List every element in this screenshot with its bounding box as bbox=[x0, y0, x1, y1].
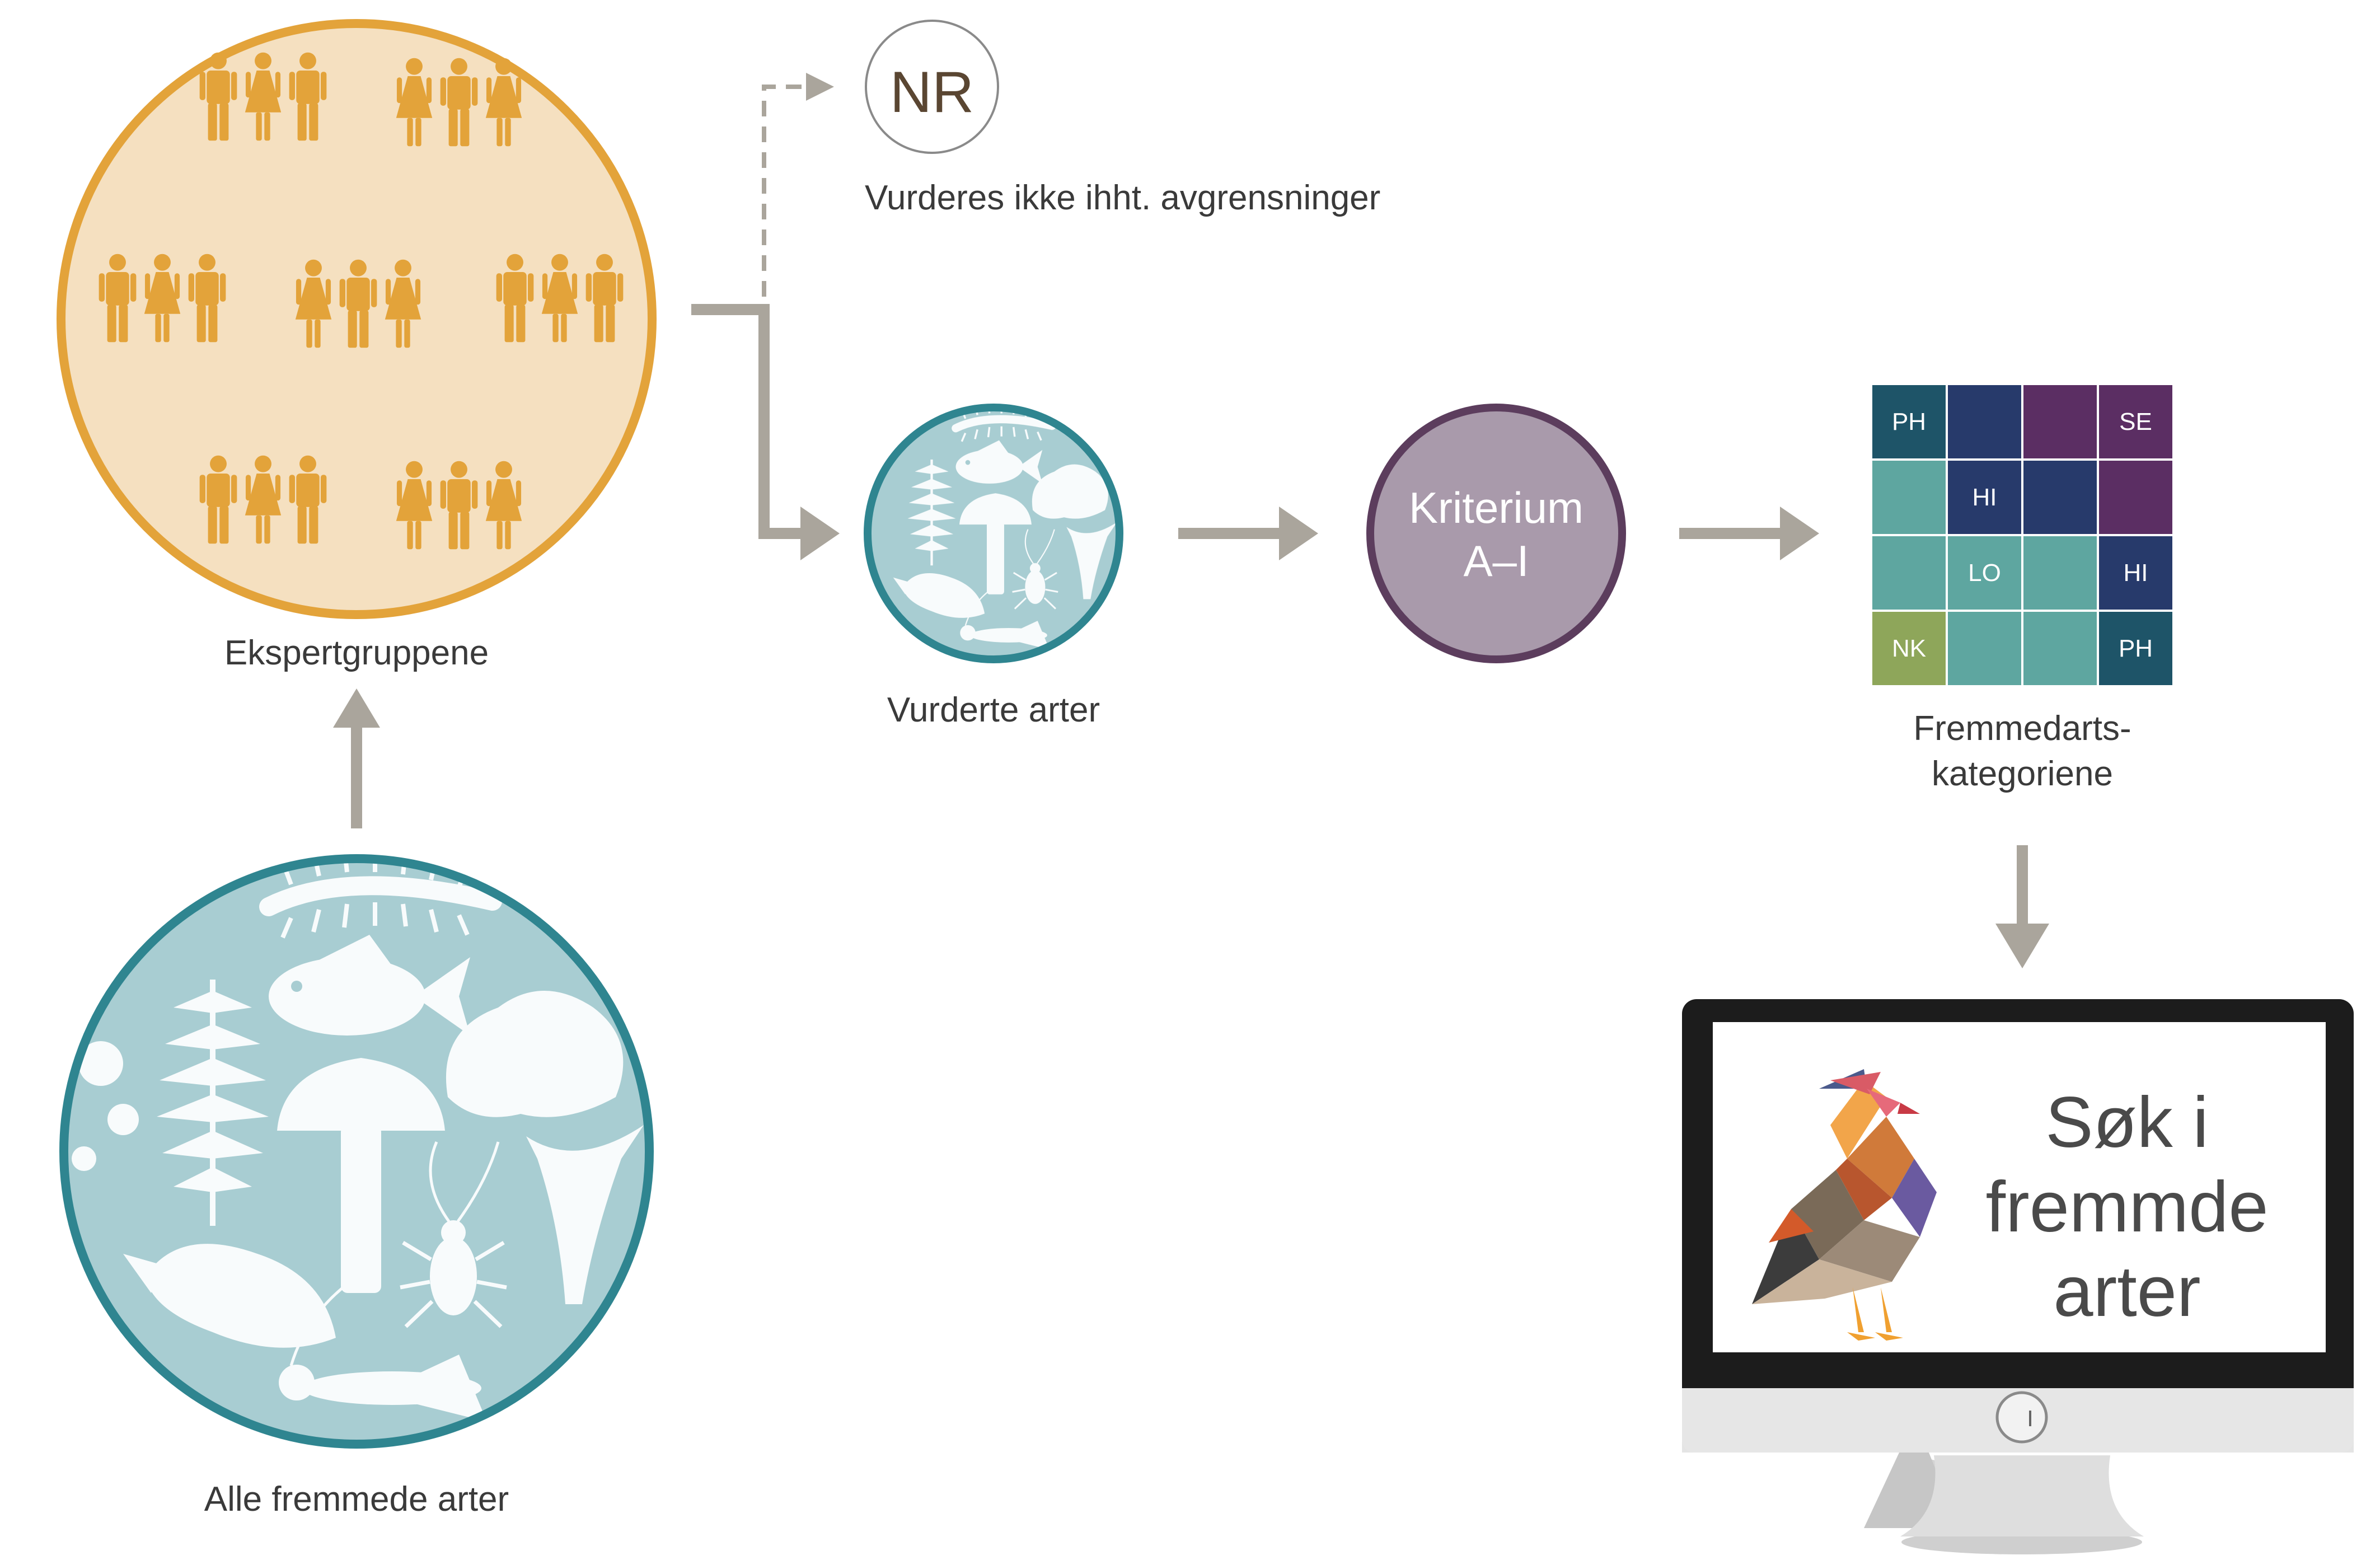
category-cell bbox=[2023, 461, 2097, 534]
search-species-text[interactable]: Søk i fremmde arter bbox=[1970, 1080, 2284, 1334]
category-cell bbox=[2023, 385, 2097, 458]
search-line-1: Søk i bbox=[2045, 1083, 2209, 1163]
mandarin-duck-logo bbox=[1752, 1069, 1937, 1341]
category-cell bbox=[1872, 461, 1946, 534]
arrow-expert-to-assessed bbox=[691, 304, 806, 539]
category-cell bbox=[1948, 612, 2021, 685]
assessed-species-illustration bbox=[864, 404, 1123, 663]
category-cell: NK bbox=[1872, 612, 1946, 685]
nr-badge-circle bbox=[865, 20, 999, 154]
flow-arrows bbox=[333, 73, 2049, 968]
arrow-expert-to-assessed-head bbox=[800, 507, 840, 560]
category-cell: PH bbox=[1872, 385, 1946, 458]
category-cell bbox=[2099, 461, 2172, 534]
category-cell: PH bbox=[2099, 612, 2172, 685]
criteria-line-1: Kriterium bbox=[1408, 483, 1584, 532]
categories-label: Fremmedarts- kategoriene bbox=[1826, 706, 2218, 797]
categories-line-1: Fremmedarts- bbox=[1913, 709, 2131, 748]
category-cell: HI bbox=[1948, 461, 2021, 534]
category-cell bbox=[2023, 536, 2097, 610]
criteria-label: Kriterium A–I bbox=[1370, 481, 1622, 588]
category-cell bbox=[1948, 385, 2021, 458]
not-assessed-label: Vurderes ikke ihht. avgrensninger bbox=[865, 179, 1381, 217]
categories-line-2: kategoriene bbox=[1931, 754, 2114, 793]
category-cell bbox=[2023, 612, 2097, 685]
all-species-illustration bbox=[59, 854, 654, 1449]
criteria-circle bbox=[1366, 404, 1626, 663]
all-species-label: Alle fremmede arter bbox=[204, 1480, 509, 1519]
category-cell bbox=[1872, 536, 1946, 610]
criteria-line-2: A–I bbox=[1463, 536, 1529, 586]
arrow-criteria-to-categories-head bbox=[1780, 507, 1819, 560]
arrow-up-head bbox=[333, 688, 380, 728]
category-cell: LO bbox=[1948, 536, 2021, 610]
arrow-to-nr-head bbox=[806, 73, 834, 101]
arrow-assessed-to-criteria-head bbox=[1279, 507, 1318, 560]
assessed-species-label: Vurderte arter bbox=[887, 691, 1100, 729]
arrow-to-nr-dashed bbox=[762, 85, 809, 297]
category-cell: HI bbox=[2099, 536, 2172, 610]
category-cell: SE bbox=[2099, 385, 2172, 458]
expert-groups-label: Ekspertgruppene bbox=[224, 634, 489, 672]
search-line-3: arter bbox=[2053, 1252, 2201, 1332]
search-line-2: fremmde bbox=[1985, 1167, 2269, 1248]
arrow-categories-to-monitor-head bbox=[1995, 924, 2049, 968]
nr-badge-text: NR bbox=[889, 60, 975, 125]
